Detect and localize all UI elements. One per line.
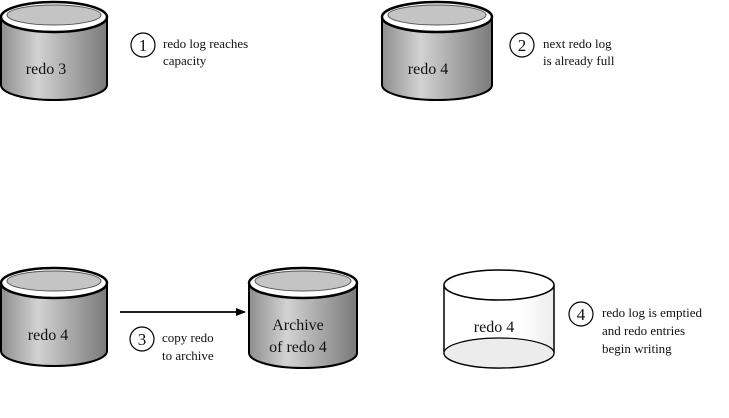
step-text-line: copy redo — [162, 330, 214, 345]
cylinder-label: redo 4 — [474, 319, 514, 336]
step-1: 1 redo log reaches capacity — [130, 32, 248, 68]
step-number: 1 — [139, 36, 148, 55]
step-number: 3 — [138, 330, 147, 349]
cylinder-archive-of-redo-4: Archive of redo 4 — [247, 266, 359, 369]
step-number-circle — [568, 301, 594, 327]
step-text-line: begin writing — [602, 341, 672, 356]
cylinder-label: redo 4 — [28, 327, 68, 344]
step-text-line: next redo log — [543, 36, 612, 51]
step-3: 3 copy redo to archive — [129, 326, 214, 363]
cylinder-label: redo 4 — [408, 61, 448, 78]
step-number-circle — [129, 326, 155, 352]
step-text-line: redo log is emptied — [602, 305, 703, 320]
step-number-circle — [130, 32, 156, 58]
cylinder-redo-4-copy-source: redo 4 — [0, 266, 109, 367]
step-text-line: capacity — [163, 53, 207, 68]
step-number-circle — [509, 32, 535, 58]
step-text-line: to archive — [162, 348, 214, 363]
cylinder-label: redo 3 — [26, 61, 66, 78]
step-4: 4 redo log is emptied and redo entries b… — [568, 301, 703, 356]
step-2: 2 next redo log is already full — [509, 32, 615, 68]
step-text-line: redo log reaches — [163, 36, 248, 51]
cylinder-redo-4-empty: redo 4 — [443, 269, 555, 369]
cylinder-redo-3: redo 3 — [0, 0, 109, 101]
step-number: 2 — [518, 36, 527, 55]
cylinder-redo-4-full: redo 4 — [380, 0, 494, 101]
step-text-line: and redo entries — [602, 323, 685, 338]
step-number: 4 — [577, 305, 586, 324]
cylinder-label: of redo 4 — [269, 339, 327, 356]
cylinder-label: Archive — [272, 317, 324, 334]
step-text-line: is already full — [543, 53, 615, 68]
